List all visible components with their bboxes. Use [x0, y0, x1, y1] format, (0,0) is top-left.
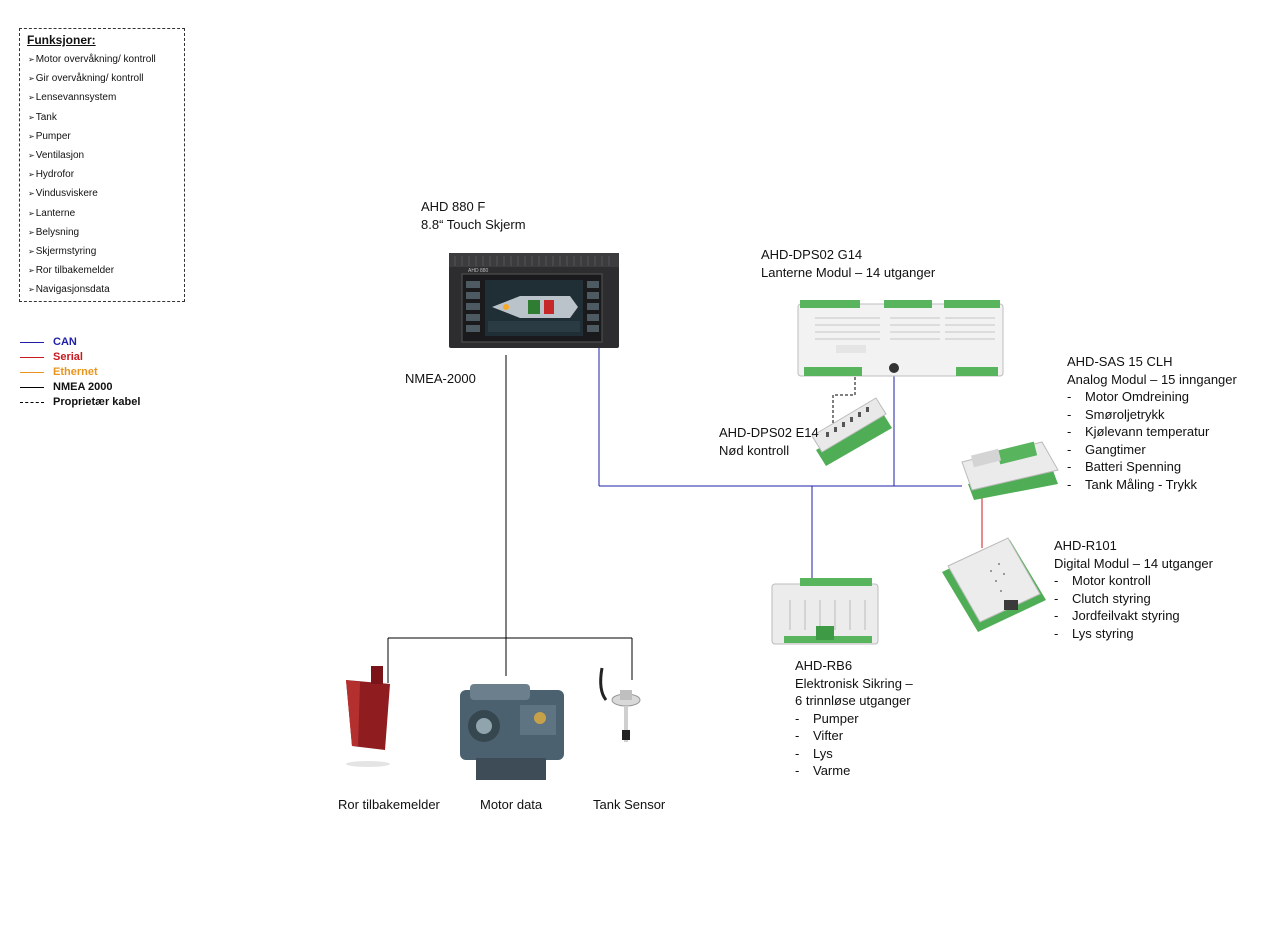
legend-label: Proprietær kabel: [53, 396, 141, 408]
sas15-name: AHD-SAS 15 CLH: [1067, 354, 1173, 369]
nmea2000-port-label: NMEA-2000: [405, 371, 476, 386]
function-item: Ventilasjon: [28, 149, 156, 168]
rudder-label: Ror tilbakemelder: [338, 797, 440, 812]
dps02e14-caption: AHD-DPS02 E14 Nød kontroll: [719, 424, 819, 459]
functions-list: Motor overvåkning/ kontroll Gir overvåkn…: [28, 53, 156, 302]
rb6-outputs: Pumper Vifter Lys Varme: [795, 710, 913, 780]
r101-output: Motor kontroll: [1054, 572, 1213, 590]
can-lines: [598, 322, 962, 582]
dps02e14-desc: Nød kontroll: [719, 442, 790, 458]
function-item: Tank: [28, 111, 156, 130]
r101-output: Lys styring: [1054, 625, 1213, 643]
sas15-input: Tank Måling - Trykk: [1067, 476, 1237, 494]
ahd880-caption: AHD 880 F 8.8“ Touch Skjerm: [421, 198, 526, 233]
function-item: Pumper: [28, 130, 156, 149]
r101-name: AHD-R101: [1054, 538, 1117, 553]
tank-label: Tank Sensor: [593, 797, 666, 812]
function-item: Lanterne: [28, 207, 156, 226]
rb6-output: Pumper: [795, 710, 913, 728]
function-item: Navigasjonsdata: [28, 283, 156, 302]
dps02e14-name: AHD-DPS02 E14: [719, 425, 819, 440]
dps02-e14-module-image: [811, 397, 892, 466]
tank-sensor-image: [599, 667, 641, 742]
function-item: Lensevannsystem: [28, 91, 156, 110]
rb6-desc2: 6 trinnløse utganger: [795, 693, 911, 708]
legend-label: CAN: [53, 336, 77, 348]
legend-label: Ethernet: [53, 366, 98, 378]
ahd880-name: AHD 880 F: [421, 199, 486, 214]
rb6-output: Vifter: [795, 727, 913, 745]
proprietary-cable: [832, 377, 856, 440]
sas15-input: Motor Omdreining: [1067, 388, 1237, 406]
legend-swatch-nmea: [20, 387, 44, 388]
rudder-sensor-image: [346, 666, 390, 767]
dps02-g14-module-image: [797, 300, 1004, 377]
sas15-input: Kjølevann temperatur: [1067, 423, 1237, 441]
nmea-lines: [387, 355, 633, 683]
dps02g14-desc: Lanterne Modul – 14 utganger: [761, 264, 936, 280]
function-item: Ror tilbakemelder: [28, 264, 156, 283]
function-item: Belysning: [28, 226, 156, 245]
r101-module-image: [942, 537, 1046, 632]
sas15-desc: Analog Modul – 15 innganger: [1067, 371, 1237, 387]
r101-outputs: Motor kontroll Clutch styring Jordfeilva…: [1054, 572, 1213, 642]
function-item: Skjermstyring: [28, 245, 156, 264]
r101-caption: AHD-R101 Digital Modul – 14 utganger Mot…: [1054, 537, 1213, 642]
rb6-caption: AHD-RB6 Elektronisk Sikring – 6 trinnløs…: [795, 657, 913, 780]
legend-swatch-serial: [20, 357, 44, 358]
dps02g14-name: AHD-DPS02 G14: [761, 247, 863, 262]
sas15-input: Batteri Spenning: [1067, 458, 1237, 476]
legend-swatch-ethernet: [20, 372, 44, 373]
sas15-inputs: Motor Omdreining Smøroljetrykk Kjølevann…: [1067, 388, 1237, 494]
rb6-name: AHD-RB6: [795, 658, 853, 673]
sas15-input: Smøroljetrykk: [1067, 406, 1237, 424]
rb6-module-image: [771, 578, 879, 645]
rb6-desc: Elektronisk Sikring –: [795, 675, 913, 691]
rb6-output: Varme: [795, 762, 913, 780]
legend-label: NMEA 2000: [53, 381, 113, 393]
function-item: Motor overvåkning/ kontroll: [28, 53, 156, 72]
dps02g14-caption: AHD-DPS02 G14 Lanterne Modul – 14 utgang…: [761, 246, 935, 281]
sas15-input: Gangtimer: [1067, 441, 1237, 459]
r101-output: Clutch styring: [1054, 590, 1213, 608]
ahd880-desc: 8.8“ Touch Skjerm: [421, 216, 526, 232]
function-item: Hydrofor: [28, 168, 156, 187]
legend-label: Serial: [53, 351, 83, 363]
rb6-output: Lys: [795, 745, 913, 763]
sas15-caption: AHD-SAS 15 CLH Analog Modul – 15 inngang…: [1067, 353, 1237, 494]
function-item: Vindusviskere: [28, 187, 156, 206]
legend-swatch-proprietary: [20, 402, 44, 403]
engine-image: [460, 684, 564, 780]
r101-output: Jordfeilvakt styring: [1054, 607, 1213, 625]
legend-swatch-can: [20, 342, 44, 343]
engine-label: Motor data: [480, 797, 543, 812]
function-item: Gir overvåkning/ kontroll: [28, 72, 156, 91]
sas15-module-image: [961, 441, 1059, 500]
ahd880-display-image: AHD 880: [449, 253, 619, 348]
functions-title: Funksjoner:: [27, 33, 96, 47]
r101-desc: Digital Modul – 14 utganger: [1054, 555, 1213, 571]
display-brand: AHD 880: [468, 268, 489, 274]
